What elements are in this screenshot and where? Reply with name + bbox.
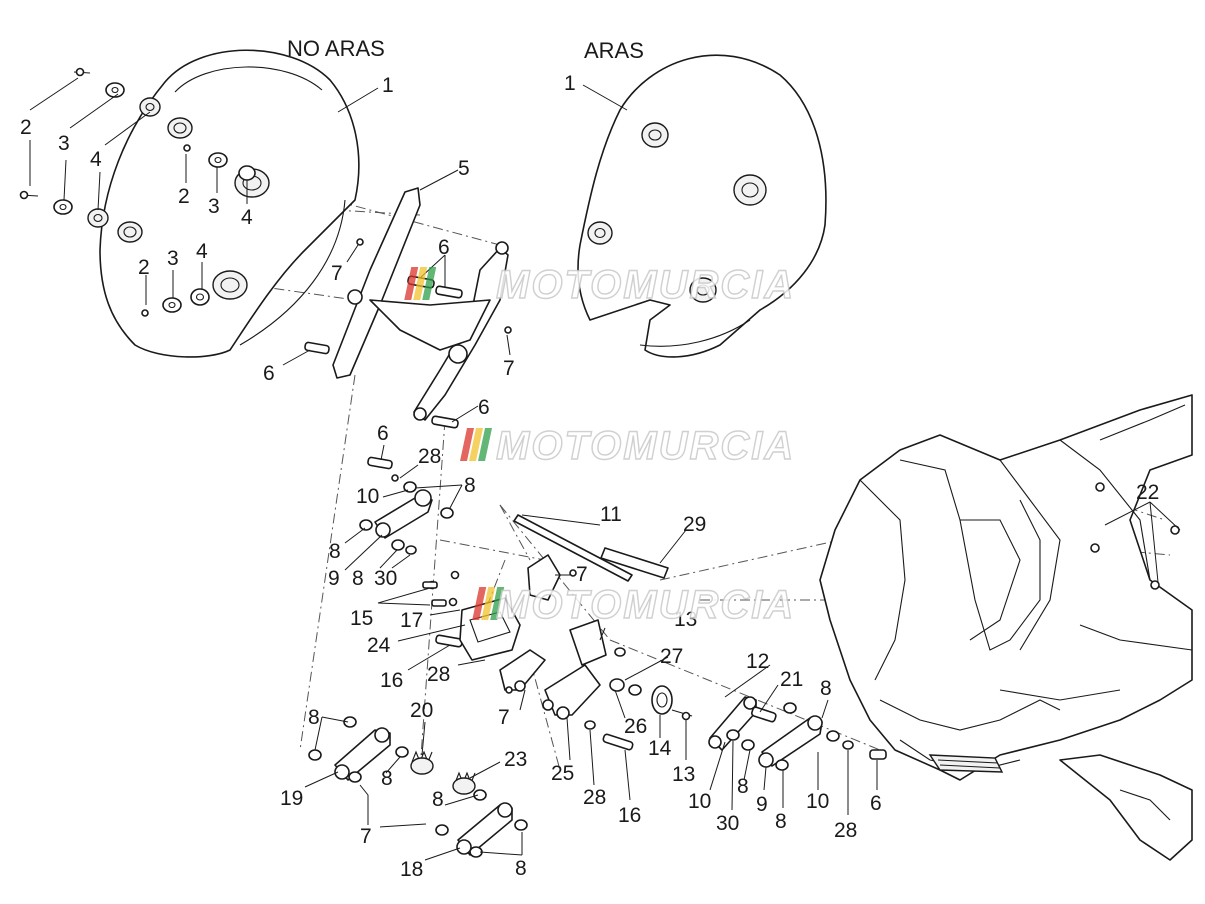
- callout-8: 8: [432, 788, 444, 811]
- callout-23: 23: [504, 748, 527, 771]
- callout-28: 28: [834, 819, 857, 842]
- watermark-text: MOTOMURCIA: [496, 263, 795, 307]
- callout-2: 2: [138, 256, 150, 279]
- screen-hardware-left: [19, 67, 256, 317]
- callout-9: 9: [328, 567, 340, 590]
- linkage-arms: [308, 474, 854, 858]
- callout-7: 7: [503, 357, 515, 380]
- callout-2: 2: [178, 185, 190, 208]
- rods: [513, 514, 777, 723]
- callout-8: 8: [329, 540, 341, 563]
- windscreen-aras: [577, 54, 827, 358]
- callout-1: 1: [564, 72, 576, 95]
- callout-21: 21: [780, 668, 803, 691]
- callout-7: 7: [498, 706, 510, 729]
- screen-support-frame: [332, 187, 512, 421]
- callout-3: 3: [167, 247, 179, 270]
- heading-no-aras: NO ARAS: [287, 36, 385, 61]
- heading-aras: ARAS: [584, 38, 644, 63]
- callout-8: 8: [381, 767, 393, 790]
- callout-29: 29: [683, 513, 706, 536]
- callout-24: 24: [367, 634, 391, 657]
- callout-8: 8: [352, 567, 364, 590]
- callout-22: 22: [1136, 481, 1159, 504]
- callout-10: 10: [688, 790, 711, 813]
- callout-7: 7: [360, 825, 372, 848]
- front-fairing: [819, 394, 1193, 861]
- callout-10: 10: [806, 790, 829, 813]
- callout-5: 5: [458, 157, 470, 180]
- callout-6: 6: [263, 362, 275, 385]
- callout-27: 27: [660, 645, 683, 668]
- callout-6: 6: [870, 792, 882, 815]
- callout-28: 28: [427, 663, 450, 686]
- watermark: MOTOMURCIA MOTOMURCIA MOTOMURCIA: [404, 262, 795, 628]
- callout-8: 8: [464, 474, 476, 497]
- callout-1: 1: [382, 74, 394, 97]
- callout-2: 2: [20, 116, 32, 139]
- callout-16: 16: [380, 669, 403, 692]
- callout-15: 15: [350, 607, 373, 630]
- motor-mechanism: [422, 554, 693, 730]
- callout-8: 8: [308, 706, 320, 729]
- callout-4: 4: [196, 240, 208, 263]
- callout-19: 19: [280, 787, 303, 810]
- callout-8: 8: [515, 857, 527, 880]
- callout-17: 17: [400, 609, 423, 632]
- callout-6: 6: [438, 236, 450, 259]
- callout-6: 6: [478, 396, 490, 419]
- callout-7: 7: [576, 563, 588, 586]
- callout-30: 30: [374, 567, 397, 590]
- watermark-logo: MOTOMURCIA: [472, 582, 795, 628]
- callout-8: 8: [737, 775, 749, 798]
- callout-labels: 1 1 2 2 2 3 3 3 4 4 4 5 6 6 6 6 6 7 7 7 …: [20, 72, 1159, 881]
- callout-7: 7: [331, 262, 343, 285]
- leader-lines: [29, 77, 1181, 861]
- callout-25: 25: [551, 762, 574, 785]
- callout-30: 30: [716, 812, 739, 835]
- callout-11: 11: [600, 503, 622, 526]
- windscreen-no-aras: [99, 49, 360, 358]
- callout-13: 13: [672, 763, 695, 786]
- watermark-logo: MOTOMURCIA: [460, 423, 795, 469]
- callout-13: 13: [674, 608, 697, 631]
- callout-10: 10: [356, 485, 379, 508]
- callout-6: 6: [377, 422, 389, 445]
- callout-14: 14: [648, 737, 672, 760]
- springs: [410, 750, 476, 795]
- watermark-text: MOTOMURCIA: [496, 424, 795, 468]
- watermark-logo: MOTOMURCIA: [404, 262, 795, 308]
- callout-28: 28: [418, 445, 441, 468]
- callout-9: 9: [756, 793, 768, 816]
- callout-4: 4: [90, 148, 102, 171]
- callout-26: 26: [624, 715, 647, 738]
- watermark-text: MOTOMURCIA: [496, 583, 795, 627]
- callout-16: 16: [618, 804, 641, 827]
- callout-28: 28: [583, 786, 606, 809]
- callout-4: 4: [241, 206, 253, 229]
- callout-18: 18: [400, 858, 423, 881]
- callout-12: 12: [746, 650, 769, 673]
- callout-8: 8: [820, 677, 832, 700]
- callout-20: 20: [410, 699, 433, 722]
- callout-8: 8: [775, 810, 787, 833]
- callout-3: 3: [58, 132, 70, 155]
- callout-3: 3: [208, 195, 220, 218]
